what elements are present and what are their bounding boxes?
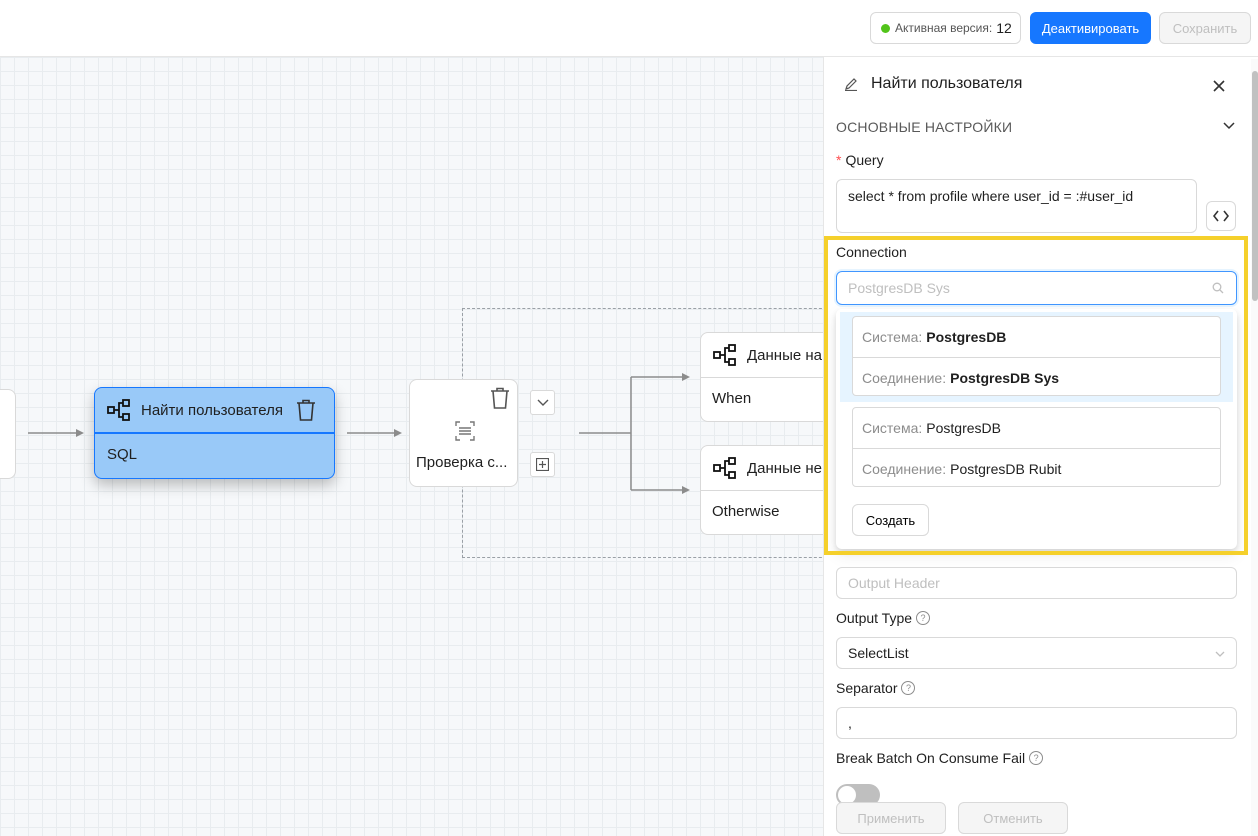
scrollbar-thumb[interactable] [1252,71,1258,301]
branch-node-header: Данные не [701,446,823,491]
option-value: PostgresDB [926,329,1007,345]
connection-dropdown: Система: PostgresDB Соединение: Postgres… [836,309,1237,549]
branch-condition: Otherwise [712,503,780,520]
panel-scrollbar[interactable] [1251,59,1258,836]
query-label: * Query [836,152,884,168]
option-value: PostgresDB [926,420,1001,436]
option-system-row: Система: PostgresDB [853,317,1220,357]
required-mark: * [836,152,842,168]
toggle-knob [838,786,856,804]
check-node[interactable]: Проверка с... [409,379,518,487]
option-value: PostgresDB Rubit [950,460,1062,477]
version-label: Активная версия: [895,21,993,35]
connection-option[interactable]: Система: PostgresDB Соединение: Postgres… [840,403,1233,493]
option-system-row: Система: PostgresDB [853,408,1220,448]
panel-header: Найти пользователя [844,75,1022,93]
section-title[interactable]: ОСНОВНЫЕ НАСТРОЙКИ [836,119,1013,135]
query-textarea[interactable]: select * from profile where user_id = :#… [836,179,1197,233]
connection-placeholder: PostgresDB Sys [848,280,950,296]
separator-label: Separator ? [836,680,916,696]
branch-node-title: Данные не [747,459,822,477]
connection-select[interactable]: PostgresDB Sys [836,271,1237,305]
break-batch-label: Break Batch On Consume Fail ? [836,750,1044,766]
separator-label-text: Separator [836,680,898,696]
save-button[interactable]: Сохранить [1159,12,1251,44]
break-batch-toggle[interactable] [836,784,880,806]
flow-icon [713,457,736,479]
option-key: Система: [862,329,923,345]
help-icon[interactable]: ? [901,681,916,695]
collapse-button[interactable] [530,390,555,415]
connection-label: Connection [836,244,907,260]
branch-node-otherwise[interactable]: Данные не Otherwise [700,445,823,535]
chevron-down-icon [537,399,548,406]
chevron-down-icon [1215,651,1225,657]
option-card: Система: PostgresDB Соединение: Postgres… [852,407,1221,487]
create-connection-button[interactable]: Создать [852,504,929,536]
sql-node-type: SQL [107,446,138,463]
deactivate-button[interactable]: Деактивировать [1030,12,1151,44]
output-type-label: Output Type ? [836,610,931,626]
version-number: 12 [996,20,1012,36]
option-key: Система: [862,420,923,436]
panel-title: Найти пользователя [871,75,1023,92]
option-key: Соединение: [862,460,947,477]
separator-input[interactable]: , [836,707,1237,739]
check-node-label: Проверка с... [416,454,508,471]
query-label-text: Query [845,152,884,168]
output-header-input[interactable]: Output Header [836,567,1237,599]
top-bar: Активная версия: 12 Деактивировать Сохра… [0,0,1258,57]
branch-node-header: Данные на [701,333,823,378]
flow-canvas[interactable]: Найти пользователя SQL Проверка с... [0,57,823,836]
condition-icon [455,421,475,441]
branch-node-when[interactable]: Данные на When [700,332,823,422]
edges-layer [28,373,690,494]
output-type-value: SelectList [848,645,909,661]
output-type-label-text: Output Type [836,610,913,626]
option-connection-row: Соединение: PostgresDB Sys [853,357,1220,397]
flow-icon [107,399,130,421]
apply-button[interactable]: Применить [836,802,946,834]
trash-icon[interactable] [294,398,318,422]
option-card: Система: PostgresDB Соединение: Postgres… [852,316,1221,396]
previous-node[interactable] [0,389,16,479]
option-connection-row: Соединение: PostgresDB Rubit [853,448,1220,488]
cancel-button[interactable]: Отменить [958,802,1068,834]
search-icon [1212,282,1224,294]
trash-icon[interactable] [488,386,512,410]
chevron-down-icon[interactable] [1222,119,1236,133]
help-icon[interactable]: ? [1029,751,1044,765]
option-key: Соединение: [862,369,947,386]
option-value: PostgresDB Sys [950,369,1060,386]
sql-node-title: Найти пользователя [141,401,283,419]
code-editor-button[interactable] [1206,201,1236,231]
branch-condition: When [712,390,752,407]
edit-icon[interactable] [844,77,858,91]
output-type-select[interactable]: SelectList [836,637,1237,669]
code-icon [1213,210,1229,222]
active-version-badge: Активная версия: 12 [870,12,1021,44]
status-dot [881,23,890,33]
plus-square-icon [536,458,549,471]
sql-node[interactable]: Найти пользователя SQL [94,387,335,479]
settings-panel: Найти пользователя ОСНОВНЫЕ НАСТРОЙКИ * … [823,57,1258,836]
add-branch-button[interactable] [530,452,555,477]
close-icon[interactable] [1210,77,1228,95]
sql-node-header: Найти пользователя [95,388,334,434]
flow-icon [713,344,736,366]
branch-node-title: Данные на [747,346,822,364]
connection-option[interactable]: Система: PostgresDB Соединение: Postgres… [840,312,1233,402]
break-batch-label-text: Break Batch On Consume Fail [836,750,1026,766]
help-icon[interactable]: ? [916,611,931,625]
